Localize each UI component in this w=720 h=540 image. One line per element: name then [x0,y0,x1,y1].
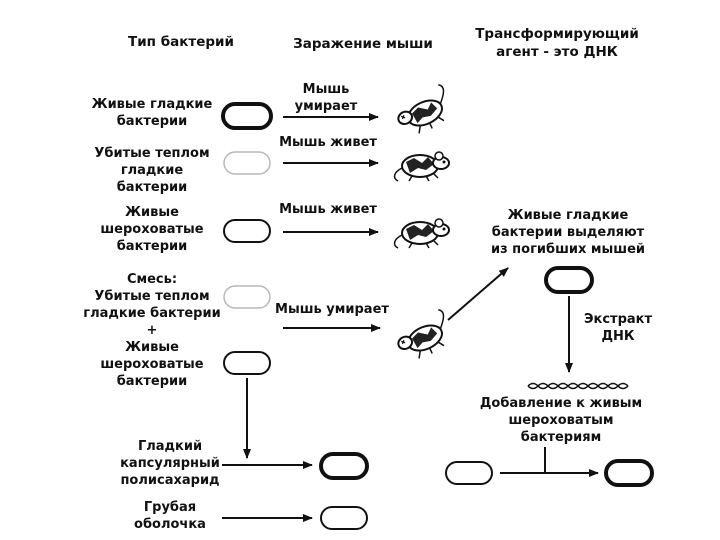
row4-label-line5: Живые [125,340,179,355]
dead-mouse-icon [391,82,458,141]
row1-result-line2: умирает [295,99,358,114]
rough-bacterium-before [445,461,493,485]
live-mouse-icon [393,218,450,249]
capsule-line1: Гладкий [138,439,202,454]
row4-label-line3: гладкие бактерии [83,306,220,321]
row1-label-line2: бактерии [117,114,188,129]
addition-line1: Добавление к живым [480,396,642,411]
row2-label-line3: бактерии [117,180,188,195]
row3-label-line2: шероховатые [100,222,203,237]
rough-coat-line2: оболочка [134,517,206,532]
row2-label-line2: гладкие [121,163,184,178]
dead-mouse-icon [391,307,458,366]
row2-result: Мышь живет [279,135,377,150]
row3-label-line3: бактерии [117,239,188,254]
capsule-line2: капсулярный [120,456,220,471]
row4-label-line2: Убитые теплом [94,289,209,304]
row4-label-line6: шероховатые [100,357,203,372]
extract-line2: ДНК [601,329,634,344]
isolated-line1: Живые гладкие [508,208,629,223]
header-mouse-infection: Заражение мыши [293,36,433,52]
isolation-arrow [447,267,509,321]
row4-result: Мышь умирает [275,302,389,317]
heat-killed-smooth-bacterium [223,285,271,309]
capsulated-bacterium [319,452,369,480]
capsule-line3: полисахарид [120,473,219,488]
rough-bacterium [320,506,368,530]
row1-result-line1: Мышь [303,82,350,97]
addition-line2: шероховатым [508,413,613,428]
row4-label-line1: Смесь: [127,272,177,287]
row3-label-line1: Живые [125,205,179,220]
live-mouse-icon [393,151,450,182]
dna-helix-icon [527,382,629,390]
row1-label-line1: Живые гладкие [92,97,213,112]
isolated-line3: из погибших мышей [491,242,645,257]
row4-label-line7: бактерии [117,374,188,389]
row3-result: Мышь живет [279,202,377,217]
header-transforming-agent-line1: Трансформирующий [475,26,639,42]
header-transforming-agent-line2: агент - это ДНК [496,44,618,60]
addition-line3: бактериям [521,430,601,445]
live-rough-bacterium [223,219,271,243]
live-rough-bacterium [223,351,271,375]
row4-label-line4: + [147,323,158,338]
live-smooth-bacterium [221,102,273,130]
heat-killed-smooth-bacterium [223,151,271,175]
isolated-line2: бактерии выделяют [492,225,645,240]
rough-coat-line1: Грубая [144,500,196,515]
isolated-smooth-bacterium [544,266,594,294]
row2-label-line1: Убитые теплом [94,146,209,161]
header-bacteria-type: Тип бактерий [128,34,234,50]
extract-line1: Экстракт [584,312,653,327]
transformed-smooth-bacterium [604,459,654,487]
